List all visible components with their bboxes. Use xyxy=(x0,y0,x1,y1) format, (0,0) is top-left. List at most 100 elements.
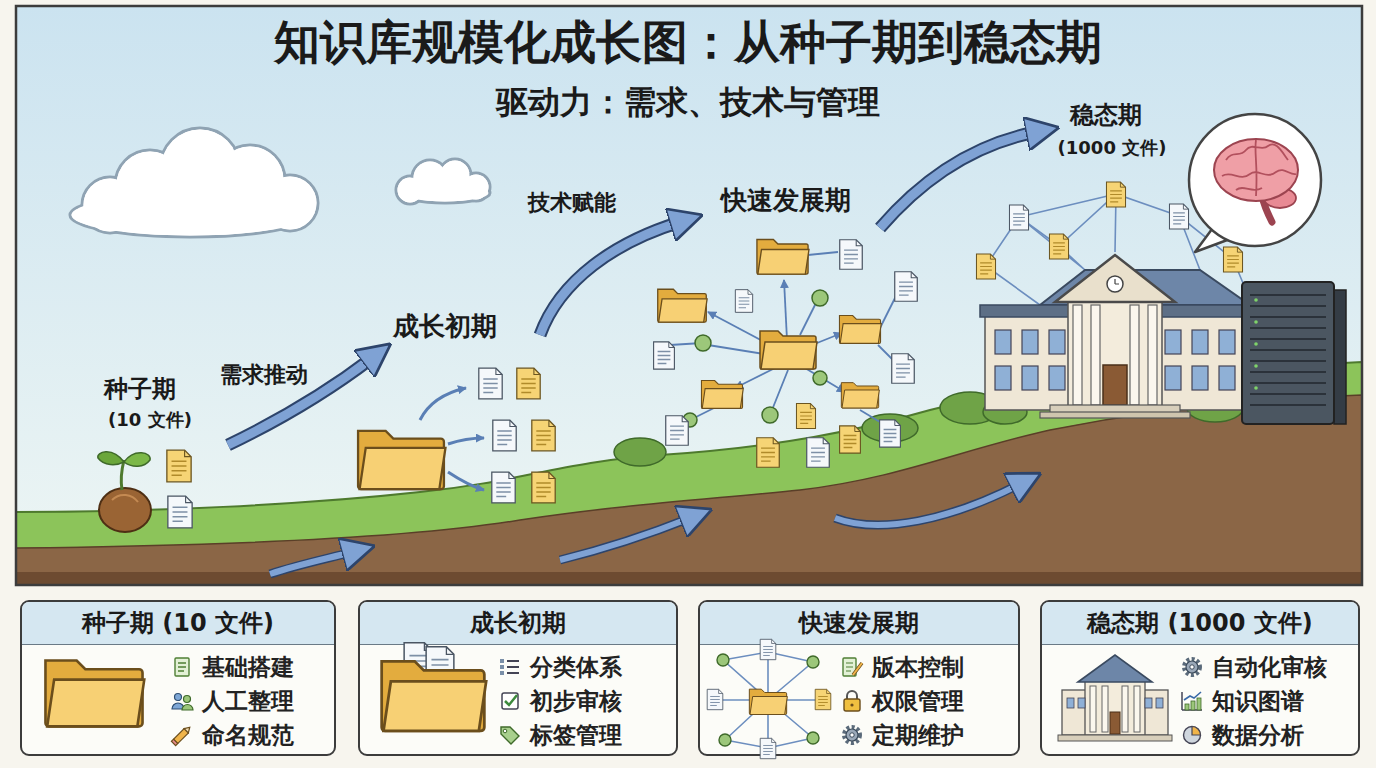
gear-icon xyxy=(844,727,860,743)
stage-panel: 成长初期分类体系初步审核标签管理 xyxy=(358,600,678,756)
server-rack-part xyxy=(1250,295,1326,405)
sky-part xyxy=(16,6,1362,585)
panel-item: 标签管理 xyxy=(530,720,622,750)
institution-building-part-part xyxy=(1219,366,1235,390)
institution-building-part xyxy=(1115,279,1119,284)
institution-building-part xyxy=(1073,305,1157,405)
knowledge-network-part-part xyxy=(800,303,816,335)
knowledge-network-part xyxy=(880,420,901,447)
institution-building-part-part xyxy=(1165,330,1181,354)
knowledge-network-part-part xyxy=(695,335,711,351)
chart-icon xyxy=(1182,692,1202,710)
pencil-icon-part xyxy=(171,739,177,745)
lock-icon-part xyxy=(850,703,853,706)
seed-sprout-part xyxy=(112,495,138,502)
people-icon-part xyxy=(184,696,191,703)
frame-part xyxy=(16,6,1362,585)
panel-building-icon-part xyxy=(1067,698,1163,708)
server-rack-part-part xyxy=(1254,320,1258,324)
server-rack-part xyxy=(1334,290,1346,424)
knowledge-network-part-part xyxy=(784,280,787,340)
knowledge-network-part-part xyxy=(813,371,827,385)
panel-item: 权限管理 xyxy=(872,686,964,716)
panel-network-icon-part-part xyxy=(718,652,820,748)
panel-building-icon-part-part xyxy=(1090,686,1096,732)
tag-icon-part xyxy=(501,727,519,744)
tag-icon xyxy=(501,727,519,744)
underground-arrow xyxy=(270,484,1020,574)
knowledge-network-part xyxy=(666,416,689,445)
server-rack-part-part xyxy=(1254,342,1258,346)
checkbox-icon xyxy=(502,693,518,709)
institution-building-part-part xyxy=(1192,330,1208,354)
growth-folder-part xyxy=(532,472,555,503)
edit-doc-icon-part xyxy=(853,663,862,675)
brain-bubble-part xyxy=(1214,139,1298,201)
panel-heading: 成长初期 xyxy=(360,602,676,645)
diagram-title: 知识库规模化成长图：从种子期到稳态期 xyxy=(274,16,1102,69)
panel-item: 知识图谱 xyxy=(1212,686,1304,716)
institution-building-part xyxy=(1155,315,1245,410)
panel-building-icon-part-part xyxy=(1102,686,1108,732)
institution-building-part-part xyxy=(1148,305,1157,405)
panel-network-icon-part-part xyxy=(723,652,813,748)
panel-network-icon-part xyxy=(717,654,819,746)
panel-network-icon-part-part xyxy=(719,734,731,746)
stage-label: 种子期 xyxy=(104,376,176,404)
knowledge-network-part-part xyxy=(762,407,778,423)
panel-item: 命名规范 xyxy=(202,720,294,750)
people-icon-part xyxy=(175,694,182,701)
file-count: (1000 文件) xyxy=(1058,138,1167,159)
seed-sprout-part xyxy=(167,450,191,482)
panel-item: 自动化审核 xyxy=(1212,652,1327,682)
institution-building-part xyxy=(1068,298,1162,408)
brain-bubble xyxy=(1189,114,1321,252)
underground-arrow-part xyxy=(560,518,690,560)
growth-folder-part xyxy=(492,472,515,503)
frame xyxy=(16,6,1362,585)
panel-network-icon-part xyxy=(815,689,831,709)
pie-icon-part xyxy=(1192,727,1201,736)
brain-bubble-part xyxy=(1222,140,1296,196)
panel-item: 初步审核 xyxy=(530,686,622,716)
server-rack-part-part xyxy=(1254,364,1258,368)
panel-item: 版本控制 xyxy=(872,652,964,682)
panel-heading: 稳态期 (1000 文件) xyxy=(1042,602,1358,645)
brain-bubble-part xyxy=(1189,114,1321,246)
gear-icon-part xyxy=(1184,659,1200,675)
chart-icon-part-part xyxy=(1191,701,1195,710)
panel-network-icon-part xyxy=(760,639,776,659)
gear-icon-part xyxy=(850,733,854,737)
institution-building-part xyxy=(976,254,995,279)
panel-item: 分类体系 xyxy=(530,652,622,682)
ground-part xyxy=(16,572,1362,585)
panel-building-icon-part-part xyxy=(1122,686,1128,732)
knowledge-network-part xyxy=(654,342,675,369)
knowledge-network-part xyxy=(895,272,918,301)
growth-folder xyxy=(358,368,555,503)
cloud xyxy=(70,128,490,237)
list-icon-part xyxy=(507,661,519,673)
panel-network-icon xyxy=(707,639,831,758)
panel-folder-icon-part xyxy=(382,661,487,731)
knowledge-network-part xyxy=(757,438,780,467)
panel-building-icon-part xyxy=(1140,690,1168,735)
institution-building-part xyxy=(980,305,1080,317)
panel-folder-icon xyxy=(382,643,487,731)
panel-folder-icon-part xyxy=(45,661,144,727)
panel-building-icon-part xyxy=(1085,680,1145,735)
panel-building-icon-part xyxy=(1110,712,1120,734)
institution-building-part-part xyxy=(1165,366,1181,390)
sky-arrow xyxy=(228,132,1036,445)
knowledge-network-part-part xyxy=(808,252,838,255)
stage-panel: 快速发展期版本控制权限管理定期维护 xyxy=(698,600,1020,756)
panel-building-icon-part xyxy=(1078,655,1152,682)
cloud-part-part xyxy=(464,175,489,200)
pencil-icon xyxy=(171,725,192,746)
seed-sprout-part xyxy=(168,496,192,528)
institution-building-part xyxy=(985,315,1075,410)
growth-folder-part xyxy=(493,420,516,451)
stage-panel: 种子期 (10 文件)基础搭建人工整理命名规范 xyxy=(20,600,336,756)
list-icon-part-part xyxy=(500,665,504,669)
